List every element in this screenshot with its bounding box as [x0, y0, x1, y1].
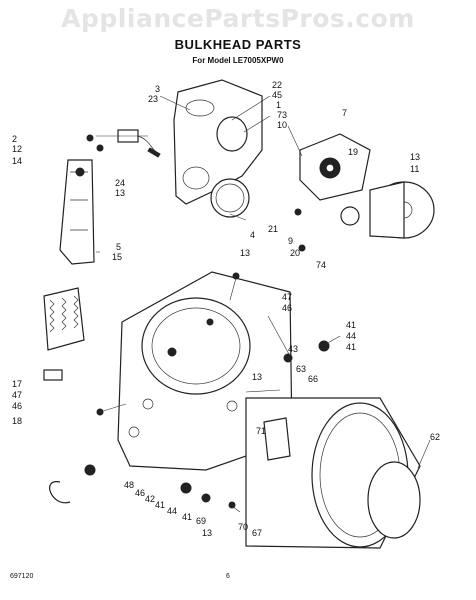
- heater-element: [43, 287, 85, 381]
- upper-bulkhead-panel: [173, 79, 263, 218]
- callout-63: 63: [296, 364, 306, 374]
- callout-15: 15: [112, 252, 122, 262]
- callout-43: 43: [288, 344, 298, 354]
- drum: [245, 397, 421, 549]
- callout-24: 24: [115, 178, 125, 188]
- callout-46-b: 46: [12, 401, 22, 411]
- callout-41-c: 41: [155, 500, 165, 510]
- callout-41-d: 41: [182, 512, 192, 522]
- harness-assembly: [117, 129, 161, 158]
- callout-44-a: 44: [346, 331, 356, 341]
- callout-19: 19: [348, 147, 358, 157]
- callout-13-b: 13: [410, 152, 420, 162]
- blower-assembly: [299, 133, 435, 239]
- callout-45: 45: [272, 90, 282, 100]
- callout-21: 21: [268, 224, 278, 234]
- callout-47-b: 47: [12, 390, 22, 400]
- callout-41-b: 41: [346, 342, 356, 352]
- callout-46-a: 46: [282, 303, 292, 313]
- leader-lines: [96, 95, 431, 513]
- hardware: [49, 134, 330, 509]
- callout-74: 74: [316, 260, 326, 270]
- callout-13-e: 13: [202, 528, 212, 538]
- callout-66: 66: [308, 374, 318, 384]
- callout-67: 67: [252, 528, 262, 538]
- callout-7: 7: [342, 108, 347, 118]
- callout-12: 12: [12, 144, 22, 154]
- model-subtitle: For Model LE7005XPW0: [192, 56, 284, 65]
- callout-2: 2: [12, 134, 17, 144]
- callout-11: 11: [410, 164, 419, 174]
- callout-13-c: 13: [240, 248, 250, 258]
- callout-9: 9: [288, 236, 293, 246]
- callout-3: 3: [155, 84, 160, 94]
- diagram-title: BULKHEAD PARTS: [174, 37, 302, 52]
- callout-62: 62: [430, 432, 440, 442]
- callout-73: 73: [277, 110, 287, 120]
- diagram-code: 697120: [10, 573, 34, 580]
- callout-10: 10: [277, 120, 287, 130]
- callout-14: 14: [12, 156, 22, 166]
- callout-48: 48: [124, 480, 134, 490]
- callout-42: 42: [145, 494, 155, 504]
- callout-44-b: 44: [167, 506, 177, 516]
- callout-13-d: 13: [252, 372, 262, 382]
- callout-70: 70: [238, 522, 248, 532]
- watermark: AppliancePartsPros.com: [61, 4, 415, 33]
- callout-71: 71: [256, 426, 266, 436]
- callout-69: 69: [196, 516, 206, 526]
- callout-1: 1: [276, 100, 281, 110]
- callout-46-c: 46: [135, 488, 145, 498]
- callout-17: 17: [12, 379, 22, 389]
- callout-4: 4: [250, 230, 255, 240]
- lint-duct: [59, 159, 95, 265]
- callout-20: 20: [290, 248, 300, 258]
- callout-23: 23: [148, 94, 158, 104]
- callout-41-a: 41: [346, 320, 356, 330]
- callout-labels: 3 23 22 45 1 73 10 7 2 12 14 24 13 19 13…: [12, 80, 440, 538]
- callout-18: 18: [12, 416, 22, 426]
- callout-22: 22: [272, 80, 282, 90]
- callout-13-a: 13: [115, 188, 125, 198]
- callout-47-a: 47: [282, 292, 292, 302]
- page-number: 6: [226, 573, 230, 580]
- callout-5: 5: [116, 242, 121, 252]
